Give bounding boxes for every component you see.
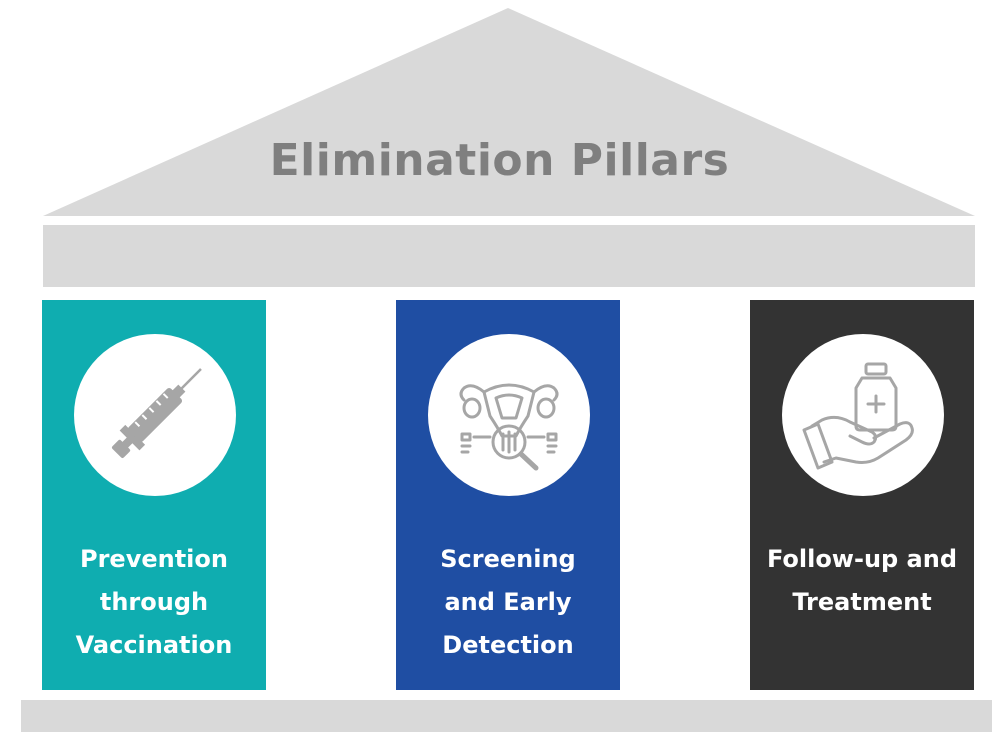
base bbox=[21, 700, 992, 732]
pillar-label-line: Screening bbox=[440, 545, 576, 573]
icon-circle bbox=[782, 334, 944, 496]
pillar-label-line: Treatment bbox=[792, 588, 932, 616]
pillar-follow-up: Follow-up and Treatment bbox=[750, 300, 974, 690]
hand-medicine-icon bbox=[802, 362, 914, 470]
pillar-prevention: Prevention through Vaccination bbox=[42, 300, 266, 690]
pillar-screening: Screening and Early Detection bbox=[396, 300, 620, 690]
pillar-label: Prevention through Vaccination bbox=[42, 538, 266, 667]
pillar-label-line: Vaccination bbox=[75, 631, 233, 659]
icon-circle bbox=[74, 334, 236, 496]
pillar-label-line: and Early bbox=[444, 588, 572, 616]
pillar-label: Screening and Early Detection bbox=[396, 538, 620, 667]
beam bbox=[43, 225, 975, 287]
syringe-icon bbox=[111, 368, 202, 459]
pillar-label-line: Follow-up and bbox=[766, 545, 958, 573]
uterus-magnifier-icon bbox=[459, 383, 559, 471]
pillar-label-line: Detection bbox=[442, 631, 574, 659]
pillar-label-line: Prevention bbox=[80, 545, 228, 573]
icon-circle bbox=[428, 334, 590, 496]
pillar-label-line: through bbox=[99, 588, 209, 616]
diagram-title: Elimination Pillars bbox=[269, 135, 730, 186]
pillar-label: Follow-up and Treatment bbox=[750, 538, 974, 624]
